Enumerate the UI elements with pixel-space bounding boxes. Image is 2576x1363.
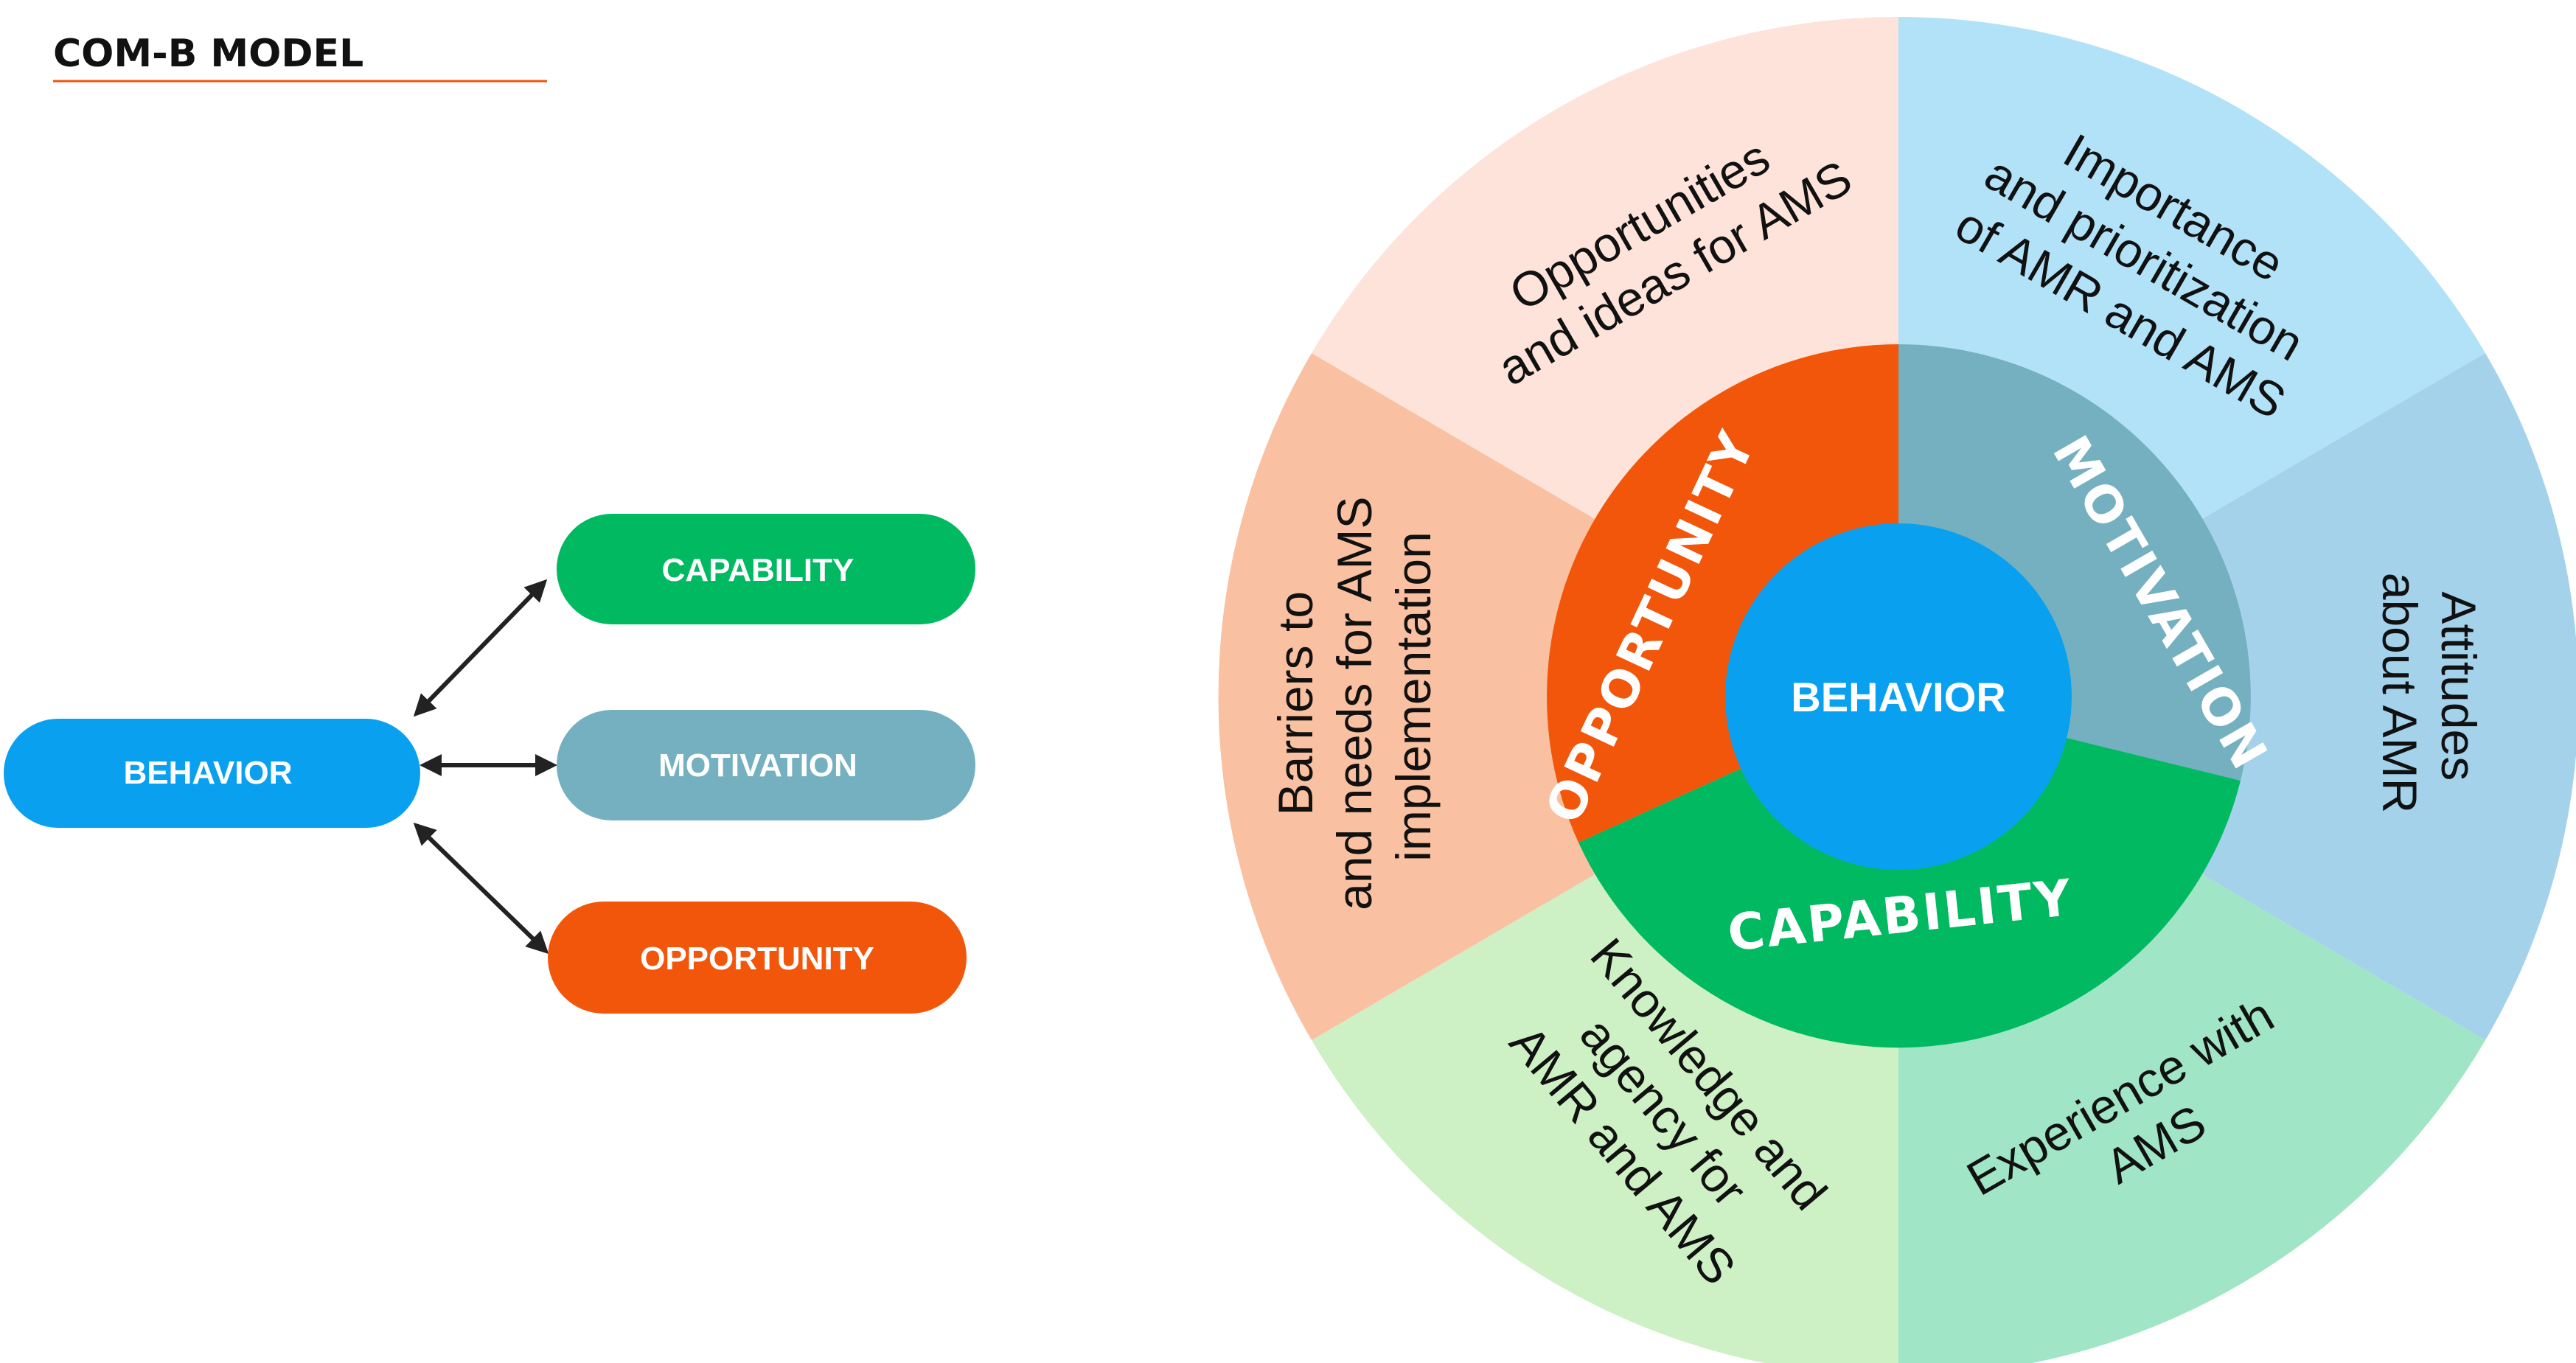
capability-pill: CAPABILITY bbox=[557, 514, 975, 624]
page-title: COM-B MODEL bbox=[53, 32, 363, 76]
opportunity-pill: OPPORTUNITY bbox=[548, 902, 967, 1014]
ring-capability bbox=[1578, 697, 2241, 1048]
capability-pill-label: CAPABILITY bbox=[662, 552, 854, 588]
arrow-behavior-capability bbox=[413, 579, 548, 717]
behavior-pill: BEHAVIOR bbox=[4, 719, 420, 828]
motivation-pill: MOTIVATION bbox=[557, 710, 975, 820]
center-behavior bbox=[1725, 523, 2072, 870]
left-diagram: BEHAVIOR CAPABILITY MOTIVATION OPPORTUNI… bbox=[4, 514, 975, 1014]
motivation-pill-label: MOTIVATION bbox=[658, 747, 857, 784]
segment-barriers-label: Barriers to and needs for AMS implementa… bbox=[1268, 483, 1441, 910]
behavior-pill-label: BEHAVIOR bbox=[124, 755, 293, 791]
segment-attitudes-label: Attitudes about AMR bbox=[2373, 573, 2486, 814]
center-behavior-label: BEHAVIOR bbox=[1791, 674, 2005, 720]
arrow-behavior-opportunity bbox=[413, 822, 549, 955]
com-b-wheel: BEHAVIOR OPPORTUNITY MOTIVATION CAPABILI… bbox=[1218, 16, 2576, 1363]
opportunity-pill-label: OPPORTUNITY bbox=[640, 941, 874, 977]
